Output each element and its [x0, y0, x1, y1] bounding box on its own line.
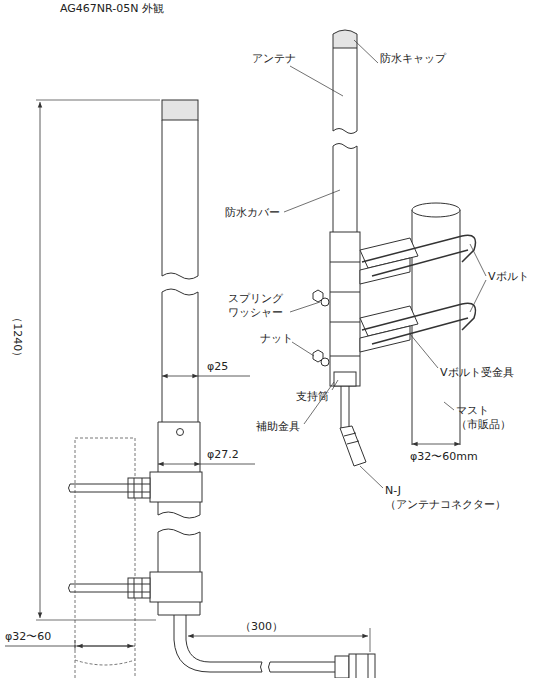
part-label: 補助金具 — [256, 420, 300, 434]
dimension-label: （300） — [240, 620, 283, 634]
part-label: Vボルト受金具 — [440, 366, 514, 380]
part-label: マスト （市販品） — [456, 404, 516, 433]
part-label: スプリング ワッシャー — [228, 292, 290, 321]
drawing-title: AG467NR-05N 外観 — [60, 2, 164, 16]
dimension-label: φ32〜60mm — [410, 450, 478, 464]
part-label: N-J （アンテナコネクター） — [385, 484, 525, 513]
dimension-label: （1240） — [10, 312, 24, 362]
part-label: 防水カバー — [225, 206, 280, 220]
dimension-label: φ27.2 — [207, 448, 239, 462]
dimension-label: φ32〜60 — [5, 630, 51, 644]
part-label: アンテナ — [252, 52, 296, 66]
part-label: 支持筒 — [296, 390, 329, 404]
part-label: 防水キャップ — [380, 52, 446, 66]
part-label: ナット — [260, 332, 293, 346]
part-label: Vボルト — [488, 270, 529, 284]
dimension-label: φ25 — [207, 360, 228, 374]
